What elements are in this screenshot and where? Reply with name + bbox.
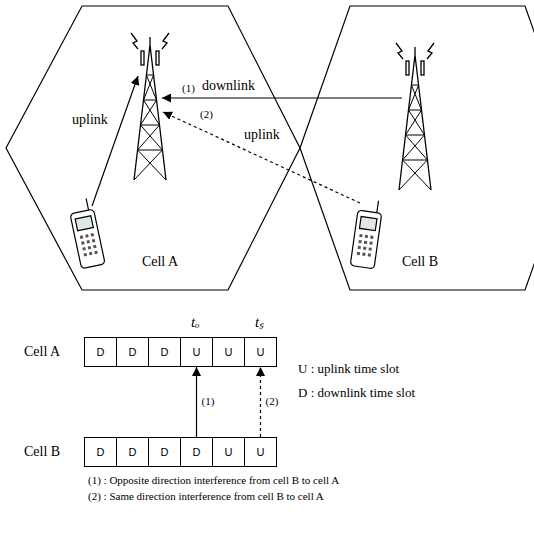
legend-text: D : downlink time slot bbox=[298, 386, 415, 401]
time-slot-box: U bbox=[244, 337, 277, 367]
slot-letter: D bbox=[161, 446, 169, 459]
cell-hexagon: Cell A bbox=[6, 6, 300, 290]
caption-note: (1) : Opposite direction interference fr… bbox=[88, 474, 339, 487]
caption-note: (2) : Same direction interference from c… bbox=[88, 490, 324, 503]
time-slot-box: U bbox=[244, 437, 277, 467]
hexagon-outline bbox=[6, 6, 300, 290]
slot-letter: U bbox=[257, 346, 265, 359]
link-label: uplink bbox=[244, 127, 280, 143]
row-label: Cell A bbox=[24, 344, 60, 360]
time-slot-box: D bbox=[148, 437, 181, 467]
uplink-arrow bbox=[92, 76, 138, 206]
slot-letter: D bbox=[129, 446, 137, 459]
interference-arrow bbox=[260, 367, 261, 437]
time-label: tₒ bbox=[191, 314, 199, 331]
time-slot-box: D bbox=[180, 437, 213, 467]
base-station bbox=[131, 33, 169, 180]
hexagon-outline bbox=[300, 6, 534, 290]
mobile-phone bbox=[68, 197, 106, 269]
time-slot-box: D bbox=[84, 337, 117, 367]
interference-arrow bbox=[163, 112, 360, 203]
link-label: downlink bbox=[202, 78, 255, 94]
slot-letter: D bbox=[161, 346, 169, 359]
slot-letter: D bbox=[97, 346, 105, 359]
time-label: tₛ bbox=[255, 314, 264, 331]
base-station bbox=[396, 43, 434, 190]
time-slot-box: U bbox=[180, 337, 213, 367]
interference-number: (2) bbox=[200, 108, 213, 121]
time-slot-box: D bbox=[148, 337, 181, 367]
hexagon-outline bbox=[6, 6, 300, 290]
slot-letter: D bbox=[97, 446, 105, 459]
mobile-phone bbox=[350, 198, 383, 269]
slot-letter: U bbox=[225, 446, 233, 459]
interference-arrow bbox=[196, 367, 197, 437]
cell-name: Cell A bbox=[142, 254, 178, 270]
slot-letter: D bbox=[129, 346, 137, 359]
downlink-arrow bbox=[162, 97, 402, 98]
cell-hexagon: Cell B bbox=[300, 6, 534, 290]
time-slot-box: D bbox=[116, 437, 149, 467]
link-label: uplink bbox=[72, 112, 108, 128]
row-label: Cell B bbox=[24, 444, 60, 460]
legend-text: U : uplink time slot bbox=[298, 362, 399, 377]
time-slot-box: U bbox=[212, 337, 245, 367]
time-slot-box: U bbox=[212, 437, 245, 467]
cell-name: Cell B bbox=[402, 254, 438, 270]
slot-letter: U bbox=[193, 346, 201, 359]
interference-number: (1) bbox=[182, 82, 195, 95]
time-slot-box: D bbox=[116, 337, 149, 367]
hexagon-outline bbox=[300, 6, 534, 290]
slot-letter: U bbox=[225, 346, 233, 359]
interference-number: (1) bbox=[202, 395, 215, 408]
time-slot-box: D bbox=[84, 437, 117, 467]
slot-letter: U bbox=[257, 446, 265, 459]
interference-number: (2) bbox=[266, 395, 279, 408]
slot-letter: D bbox=[193, 446, 201, 459]
